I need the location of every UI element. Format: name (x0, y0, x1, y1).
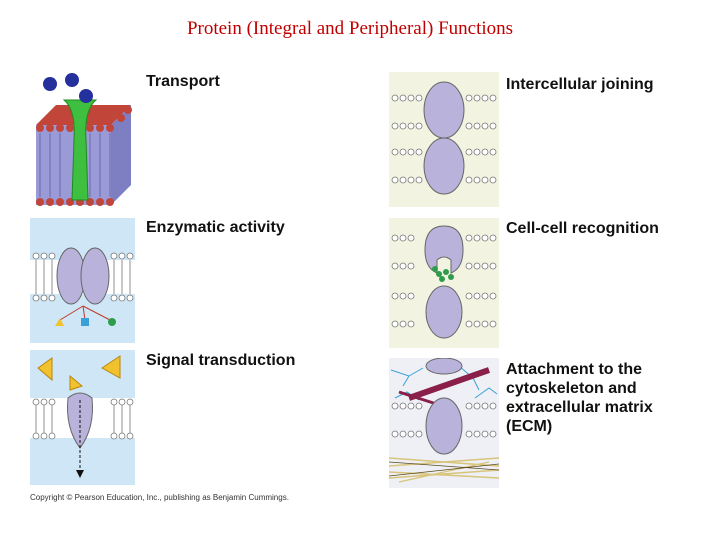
signal-label: Signal transduction (146, 352, 296, 369)
transport-label: Transport (146, 73, 220, 90)
recognition-illustration (389, 218, 499, 348)
joining-illustration (389, 72, 499, 207)
attachment-label-line-1: Attachment to the (506, 361, 642, 378)
signal-illustration (30, 350, 135, 485)
recognition-label: Cell-cell recognition (506, 220, 659, 237)
enzymatic-illustration (30, 218, 135, 343)
joining-label: Intercellular joining (506, 76, 654, 93)
copyright-notice: Copyright © Pearson Education, Inc., pub… (30, 493, 289, 502)
enzymatic-label: Enzymatic activity (146, 219, 285, 236)
attachment-illustration (389, 358, 499, 488)
attachment-label: Attachment to the cytoskeleton and extra… (506, 360, 653, 436)
attachment-label-line-2: cytoskeleton and (506, 380, 637, 397)
attachment-label-line-4: (ECM) (506, 418, 553, 435)
transport-illustration (26, 70, 141, 210)
page-title: Protein (Integral and Peripheral) Functi… (186, 18, 514, 39)
attachment-label-line-3: extracellular matrix (506, 399, 653, 416)
